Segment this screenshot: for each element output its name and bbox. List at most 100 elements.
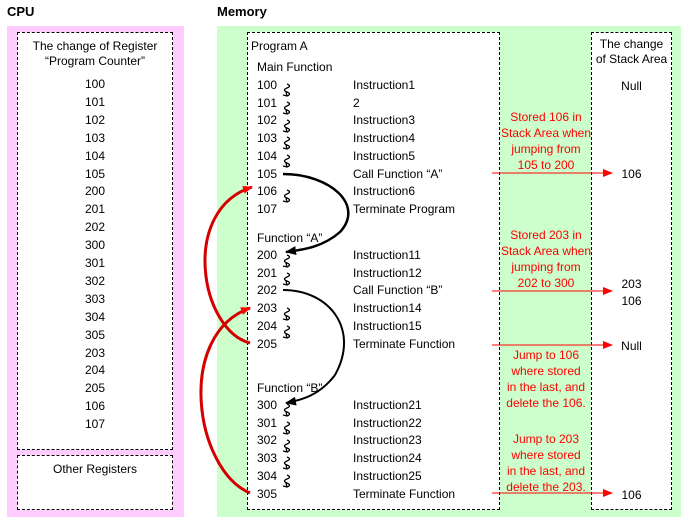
- instruction-address: 101: [257, 95, 278, 110]
- main-function-label: Main Function: [257, 60, 333, 74]
- pc-value: 303: [84, 291, 106, 306]
- step-arrow: [282, 307, 291, 321]
- instruction-address: 303: [257, 451, 278, 466]
- stack-note-line: jumping from: [511, 142, 581, 156]
- pc-value: 107: [84, 417, 106, 432]
- instruction-text: Instruction24: [353, 451, 422, 466]
- instruction-address: 300: [257, 398, 278, 412]
- instruction-address: 102: [257, 113, 278, 128]
- other-registers-box: Other Registers: [17, 455, 173, 510]
- return-to-203-arrow: [199, 306, 251, 495]
- pc-value: 105: [84, 166, 106, 181]
- instruction-text: Instruction14: [353, 301, 422, 316]
- instruction-address: 305: [257, 486, 278, 501]
- pc-value: 204: [84, 363, 106, 378]
- instruction-address: 204: [257, 318, 278, 333]
- instruction-text: Terminate Function: [353, 336, 456, 351]
- instruction-text: Terminate Function: [353, 486, 456, 501]
- stack-note-line: Stack Area when: [500, 126, 592, 140]
- stack-state-2-top: 203: [621, 277, 642, 291]
- memory-header: Memory: [217, 4, 267, 19]
- instruction-text: Instruction3: [353, 113, 416, 128]
- pc-value: 301: [84, 256, 106, 270]
- pc-value: 203: [84, 345, 106, 360]
- stack-state-4: 106: [621, 488, 642, 502]
- function-a-label: Function “A”: [257, 231, 323, 245]
- instruction-text: Instruction23: [353, 433, 422, 448]
- instruction-text: Instruction21: [353, 398, 422, 412]
- pc-value: 100: [84, 77, 106, 91]
- stack-state-0: Null: [621, 79, 642, 93]
- stack-state-1: 106: [621, 167, 642, 181]
- instruction-address: 103: [257, 131, 278, 146]
- program-counter-box: The change of Register “Program Counter”…: [17, 32, 173, 450]
- instruction-text: Instruction4: [353, 131, 416, 146]
- instruction-text: Instruction5: [353, 148, 416, 163]
- step-arrow: [282, 119, 291, 133]
- stack-note: Stored 106 in Stack Area when jumping from…: [496, 109, 596, 173]
- instruction-address: 202: [257, 283, 278, 298]
- instruction-address: 203: [257, 301, 278, 316]
- stack-title-line2: of Stack Area: [595, 52, 668, 66]
- other-registers-label: Other Registers: [52, 462, 138, 476]
- program-a-title: Program A: [251, 39, 308, 53]
- pc-value: 304: [84, 309, 106, 324]
- instruction-address: 302: [257, 433, 278, 448]
- return-to-106-arrow: [203, 185, 253, 345]
- call-b-arrow: [282, 289, 345, 406]
- step-arrow: [282, 456, 291, 470]
- instruction-address: 200: [257, 248, 278, 262]
- stack-note-line: in the last, and: [506, 464, 586, 478]
- instruction-address: 106: [257, 184, 278, 199]
- instruction-address: 201: [257, 265, 278, 280]
- step-arrow: [282, 272, 291, 286]
- instruction-text: Call Function “B”: [353, 283, 443, 298]
- pc-title-line1: The change of Register: [32, 39, 158, 53]
- instruction-text: 2: [353, 95, 360, 110]
- step-arrow: [282, 101, 291, 115]
- stack-note-line: Stored 106 in: [510, 110, 582, 124]
- stack-note-line: delete the 106.: [506, 396, 586, 410]
- stack-area-box: [591, 32, 672, 510]
- pc-value: 106: [84, 399, 106, 414]
- pc-value: 302: [84, 273, 106, 288]
- pc-value: 200: [84, 184, 106, 199]
- pc-title-line2: “Program Counter”: [44, 54, 146, 68]
- stack-note-line: where stored: [511, 448, 581, 462]
- instruction-address: 304: [257, 468, 278, 483]
- pc-value: 201: [84, 202, 106, 217]
- instruction-text: Instruction15: [353, 318, 422, 333]
- stack-note-line: 105 to 200: [517, 158, 575, 172]
- cpu-header: CPU: [7, 4, 35, 19]
- step-arrow: [282, 474, 291, 488]
- stack-note: Stored 203 in Stack Area when jumping from…: [496, 227, 596, 291]
- stack-note-line: Stored 203 in: [510, 228, 582, 242]
- step-arrow: [282, 136, 291, 150]
- instruction-text: Instruction1: [353, 78, 416, 92]
- pc-value: 104: [84, 148, 106, 163]
- step-arrows: [282, 83, 291, 488]
- pc-value: 103: [84, 130, 106, 145]
- stack-note-line: Stack Area when: [500, 244, 592, 258]
- step-arrow: [282, 154, 291, 168]
- pc-value: 205: [84, 381, 106, 396]
- instruction-address: 301: [257, 415, 278, 430]
- step-arrow: [282, 189, 291, 203]
- stack-note-line: delete the 203.: [506, 480, 586, 494]
- pc-value: 305: [84, 327, 106, 342]
- stack-note-line: 202 to 300: [517, 276, 575, 290]
- instruction-address: 100: [257, 78, 278, 92]
- instruction-address: 104: [257, 148, 278, 163]
- stack-note-line: in the last, and: [506, 380, 586, 394]
- pc-value: 300: [84, 238, 106, 253]
- step-arrow: [282, 325, 291, 339]
- instruction-address: 107: [257, 201, 278, 216]
- step-arrow: [282, 254, 291, 268]
- instruction-text: Instruction12: [353, 265, 422, 280]
- stack-note-line: jumping from: [511, 260, 581, 274]
- instruction-text: Instruction6: [353, 184, 416, 199]
- step-arrow: [282, 439, 291, 453]
